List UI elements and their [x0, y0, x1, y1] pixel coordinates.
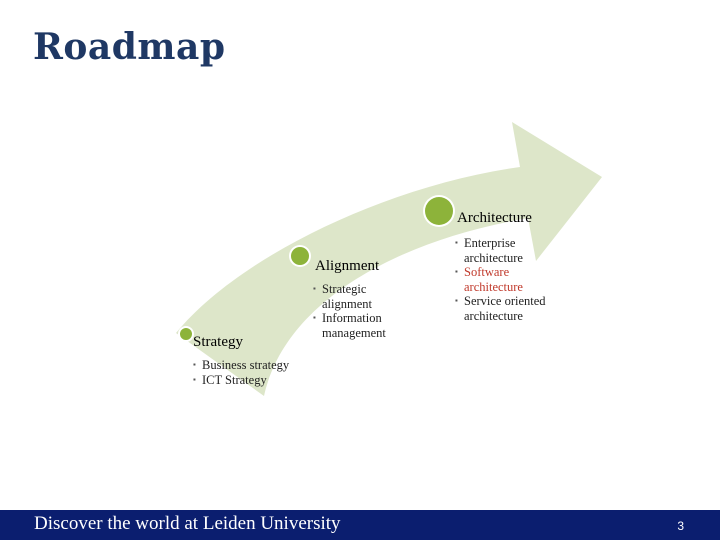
- bullet-icon: ▪: [193, 360, 196, 369]
- list-item: ▪ICT Strategy: [193, 372, 267, 387]
- stage-dot-alignment: [291, 247, 309, 265]
- stage-list-alignment: ▪Strategic alignment ▪Information manage…: [313, 282, 413, 340]
- stage-list-architecture: ▪Enterprise architecture ▪Software archi…: [455, 236, 547, 323]
- list-item: ▪Business strategy: [193, 358, 290, 372]
- arrow-shape: [176, 122, 602, 396]
- list-item: ▪Strategic alignment: [313, 282, 372, 311]
- bullet-icon: ▪: [313, 313, 316, 322]
- footer-text: Discover the world at Leiden University: [34, 513, 341, 534]
- page-number: 3: [677, 519, 684, 533]
- list-item-highlighted: ▪Software architecture: [455, 265, 523, 294]
- bullet-icon: ▪: [193, 374, 196, 384]
- list-item: ▪Information management: [313, 311, 386, 340]
- bullet-icon: ▪: [455, 267, 458, 276]
- bullet-icon: ▪: [455, 238, 458, 247]
- stage-dot-architecture: [425, 197, 453, 225]
- stage-title-alignment: Alignment: [315, 258, 380, 274]
- bullet-icon: ▪: [313, 284, 316, 293]
- stage-title-strategy: Strategy: [193, 334, 243, 350]
- list-item: ▪Enterprise architecture: [455, 236, 523, 265]
- list-item: ▪Service oriented architecture: [455, 294, 546, 323]
- bullet-icon: ▪: [455, 296, 458, 305]
- slide-title: Roadmap: [33, 26, 226, 68]
- stage-dot-strategy: [180, 328, 192, 340]
- stage-title-architecture: Architecture: [457, 210, 532, 226]
- footer-bar: Discover the world at Leiden University …: [0, 510, 720, 540]
- stage-list-strategy: ▪Business strategy ▪ICT Strategy: [193, 358, 303, 387]
